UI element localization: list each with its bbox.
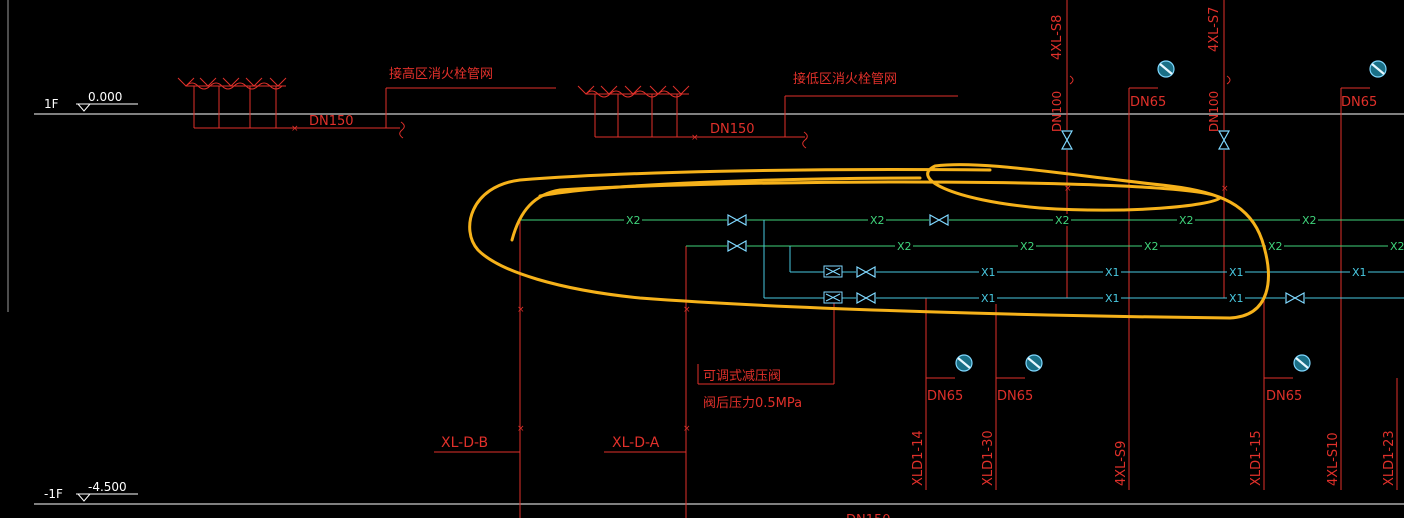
manifold-low-zone (577, 85, 958, 149)
code-x2-7: X2 (1020, 240, 1035, 253)
note-prv-line1: 可调式减压阀 (703, 369, 781, 384)
floor-label-b1: -1F (44, 487, 63, 501)
code-x1-5: X1 (981, 292, 996, 305)
floor-1f: 1F 0.000 (34, 90, 1404, 115)
riser-label-xld1-23: XLD1-23 (1382, 430, 1397, 486)
code-x2-10: X2 (1390, 240, 1404, 253)
pipe-break-mark-2: × (691, 133, 699, 143)
code-x2-9: X2 (1268, 240, 1283, 253)
fire-hydrant-icon (1292, 353, 1312, 373)
code-x1-1: X1 (981, 266, 996, 279)
elev-mark-b1 (77, 493, 91, 502)
elevation-1f: 0.000 (88, 90, 122, 104)
x1-pipes (763, 220, 1404, 299)
size-dn150-low: DN150 (710, 122, 755, 137)
code-x2-5: X2 (1302, 214, 1317, 227)
size-dn65-4: DN65 (997, 389, 1033, 404)
floor-label-1f: 1F (44, 97, 59, 111)
size-dn65-2: DN65 (1341, 95, 1377, 110)
fire-hydrant-icon (954, 353, 974, 373)
highlight-annotation (468, 163, 1270, 320)
fire-hydrant-icon (1156, 59, 1176, 79)
riser-label-xld1-14: XLD1-14 (911, 430, 926, 486)
code-x1-4: X1 (1352, 266, 1367, 279)
riser-label-xl-d-a: XL-D-A (612, 435, 660, 451)
riser-mark-2: × (517, 424, 525, 434)
riser-label-4xl-s10: 4XL-S10 (1326, 432, 1341, 486)
elev-mark-1f (77, 103, 91, 112)
note-low-zone: 接低区消火栓管网 (793, 71, 897, 87)
fire-hydrant-icon (1024, 353, 1044, 373)
riser-label-xl-d-b: XL-D-B (441, 435, 488, 451)
code-x2-8: X2 (1144, 240, 1159, 253)
code-x1-2: X1 (1105, 266, 1120, 279)
code-x2-6: X2 (897, 240, 912, 253)
code-x2-2: X2 (870, 214, 885, 227)
size-dn100-1: DN100 (1050, 91, 1064, 132)
riser-label-4xl-s8: 4XL-S8 (1050, 15, 1065, 60)
fire-hydrant-icon (1368, 59, 1388, 79)
code-x1-6: X1 (1105, 292, 1120, 305)
manifold-high-zone (177, 77, 556, 139)
size-dn150-bottom: DN150 (846, 513, 891, 518)
size-dn65-1: DN65 (1130, 95, 1166, 110)
floor-b1: -1F -4.500 (34, 480, 1404, 505)
riser-mark-1: × (517, 305, 525, 315)
riser-mark-6: × (1221, 184, 1229, 194)
code-x1-7: X1 (1229, 292, 1244, 305)
riser-mark-5: × (1064, 184, 1072, 194)
x2-pipes (520, 219, 1404, 247)
riser-label-xld1-15: XLD1-15 (1249, 430, 1264, 486)
riser-label-4xl-s7: 4XL-S7 (1207, 7, 1222, 52)
note-high-zone: 接高区消火栓管网 (389, 66, 493, 82)
size-dn150-high: DN150 (309, 114, 354, 129)
code-x2-3: X2 (1055, 214, 1070, 227)
elevation-b1: -4.500 (88, 480, 127, 494)
note-prv-line2: 阀后压力0.5MPa (703, 396, 802, 411)
size-dn65-3: DN65 (927, 389, 963, 404)
size-dn65-5: DN65 (1266, 389, 1302, 404)
code-x2-4: X2 (1179, 214, 1194, 227)
size-dn100-2: DN100 (1207, 91, 1221, 132)
riser-mark-3: × (683, 305, 691, 315)
pipe-break-mark: × (291, 124, 299, 134)
code-x1-3: X1 (1229, 266, 1244, 279)
riser-mark-4: × (683, 424, 691, 434)
code-x2-1: X2 (626, 214, 641, 227)
riser-label-xld1-30: XLD1-30 (981, 430, 996, 486)
riser-label-4xl-s9: 4XL-S9 (1114, 441, 1129, 486)
